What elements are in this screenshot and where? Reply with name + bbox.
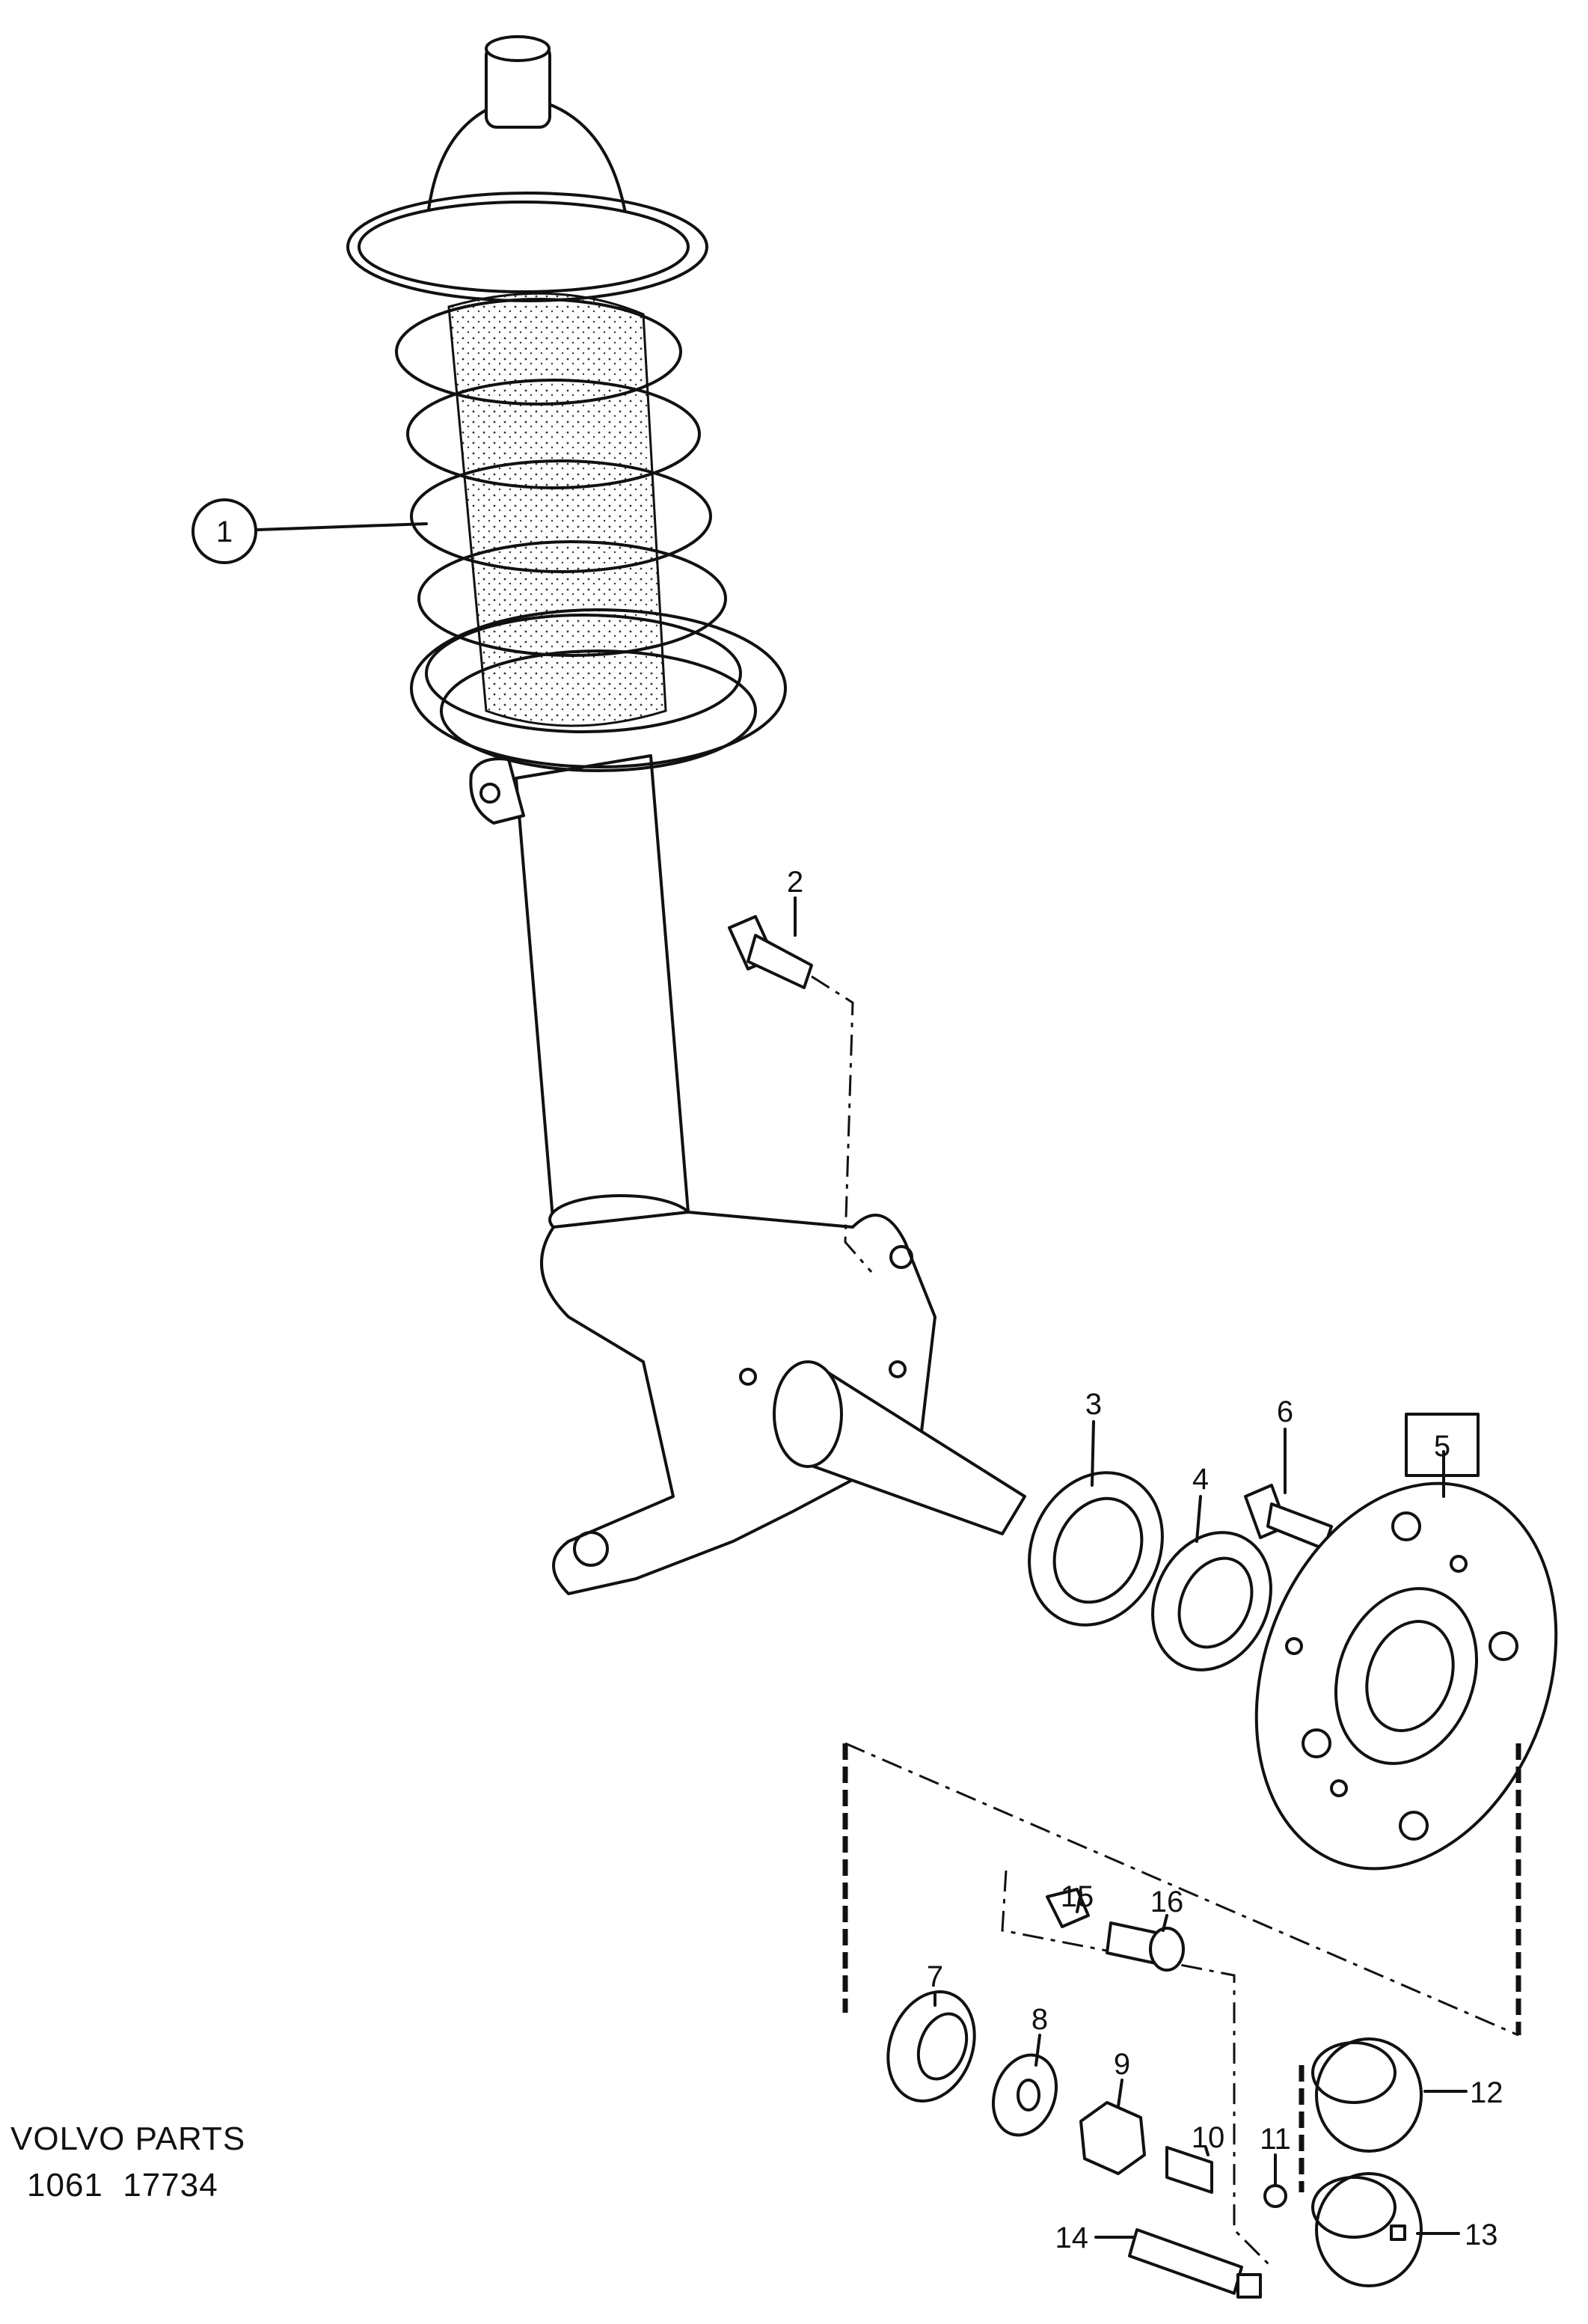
callout-7: 7	[927, 1960, 943, 1993]
stud-part-6	[1244, 1484, 1333, 1550]
caption-brand: VOLVO PARTS	[10, 2120, 246, 2157]
bearing-part-4	[1151, 1531, 1272, 1672]
catalog-caption: VOLVO PARTS 1061 17734	[10, 2116, 245, 2209]
callout-2: 2	[787, 866, 803, 899]
sleeve-part-16	[1106, 1921, 1185, 1972]
callout-9: 9	[1114, 2048, 1130, 2081]
steering-knuckle	[540, 1211, 1026, 1595]
bearing-part-7	[886, 1990, 976, 2103]
pin-part-14	[1128, 2228, 1262, 2299]
hub-part-5	[1254, 1481, 1558, 1871]
callout-14: 14	[1055, 2221, 1089, 2254]
cap-part-13	[1311, 2172, 1423, 2287]
bolt-part-10	[1165, 2146, 1213, 2194]
clip-part-11	[1263, 2184, 1287, 2208]
callout-12: 12	[1470, 2076, 1503, 2109]
pin-part-15	[1046, 1888, 1090, 1928]
kit-frame	[842, 1742, 1521, 2269]
callout-10: 10	[1192, 2121, 1225, 2154]
callout-11: 11	[1260, 2123, 1291, 2156]
callout-1: 1	[191, 498, 257, 564]
caption-number: 1061 17734	[27, 2167, 218, 2204]
callout-5: 5	[1405, 1413, 1480, 1477]
washer-part-8	[991, 2053, 1058, 2137]
callout-16: 16	[1150, 1886, 1184, 1918]
callout-3: 3	[1085, 1388, 1102, 1421]
callout-13: 13	[1465, 2218, 1498, 2251]
svg-text:1: 1	[216, 516, 233, 548]
callout-15: 15	[1061, 1880, 1094, 1913]
seal-part-3	[1028, 1471, 1164, 1627]
callout-6: 6	[1277, 1395, 1293, 1428]
callout-8: 8	[1031, 2003, 1048, 2036]
nut-part-9	[1079, 2101, 1146, 2175]
bolt-part-2	[728, 915, 873, 1273]
cap-part-12	[1311, 2037, 1423, 2153]
svg-text:5: 5	[1434, 1430, 1450, 1463]
callout-4: 4	[1192, 1463, 1209, 1496]
strut-assembly	[346, 35, 787, 1245]
